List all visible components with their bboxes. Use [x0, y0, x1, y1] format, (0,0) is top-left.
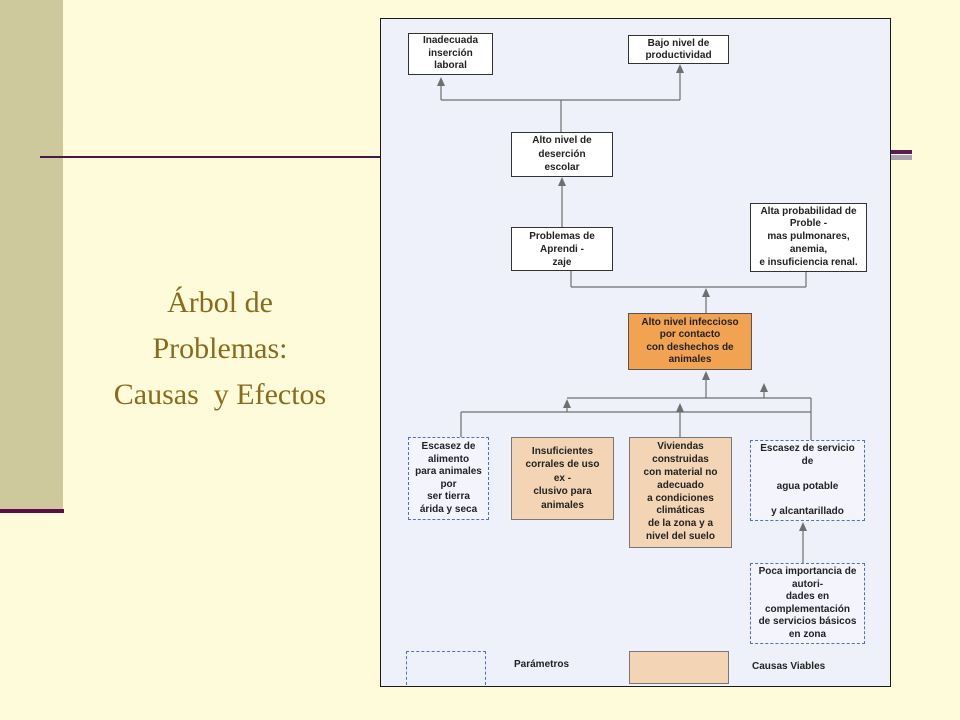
- node-insuficientes-corrales: Insuficientes corrales de uso ex - clusi…: [511, 437, 614, 520]
- node-label: Insuficientes corrales de uso ex - clusi…: [525, 445, 600, 511]
- node-escasez-servicio: Escasez de servicio de agua potable y al…: [750, 440, 865, 521]
- horizontal-rule-left: [40, 156, 381, 158]
- node-label: Alto nivel infeccioso por contacto con d…: [641, 316, 739, 366]
- node-label: Bajo nivel de productividad: [645, 38, 712, 61]
- node-problemas-aprendizaje: Problemas de Aprendi - zaje: [511, 227, 613, 271]
- node-inadecuada-insercion-laboral: Inadecuada inserción laboral: [408, 33, 493, 75]
- node-label: Viviendas construidas con material no ad…: [643, 441, 718, 542]
- node-label: Poca importancia de autori- dades en com…: [758, 566, 857, 640]
- horizontal-rule-right: [890, 150, 912, 154]
- horizontal-rule-right-shadow: [890, 155, 912, 160]
- legend-parametros-swatch: [406, 651, 486, 685]
- node-alto-nivel-desercion-escolar: Alto nivel de deserción escolar: [511, 132, 613, 177]
- node-poca-importancia-autoridades: Poca importancia de autori- dades en com…: [750, 563, 865, 644]
- node-escasez-alimento: Escasez de alimento para animales por se…: [408, 437, 489, 520]
- node-viviendas-construidas: Viviendas construidas con material no ad…: [629, 437, 732, 548]
- side-accent-bar: [0, 0, 63, 511]
- node-label: Alta probabilidad de Proble - mas pulmon…: [759, 205, 858, 268]
- node-label: Problemas de Aprendi - zaje: [529, 230, 595, 268]
- node-alta-probabilidad-problemas: Alta probabilidad de Proble - mas pulmon…: [750, 203, 867, 272]
- side-accent-bar-base: [0, 509, 64, 513]
- slide-title-line: Árbol de: [167, 286, 273, 319]
- node-bajo-nivel-productividad: Bajo nivel de productividad: [628, 35, 729, 64]
- slide-title: Árbol de Problemas: Causas y Efectos: [70, 280, 370, 418]
- node-label: Inadecuada inserción laboral: [422, 35, 479, 72]
- legend-causas-viables-swatch: [629, 651, 729, 684]
- node-alto-nivel-infeccioso: Alto nivel infeccioso por contacto con d…: [628, 313, 752, 370]
- node-label: Escasez de alimento para animales por se…: [415, 441, 482, 515]
- legend-causas-viables-label: Causas Viables: [752, 661, 826, 672]
- node-label: Alto nivel de deserción escolar: [532, 135, 592, 174]
- slide-title-line: Causas y Efectos: [113, 378, 327, 411]
- slide-title-line: Problemas:: [152, 332, 288, 365]
- node-label: Escasez de servicio de agua potable y al…: [760, 443, 855, 517]
- legend-parametros-label: Parámetros: [514, 659, 570, 670]
